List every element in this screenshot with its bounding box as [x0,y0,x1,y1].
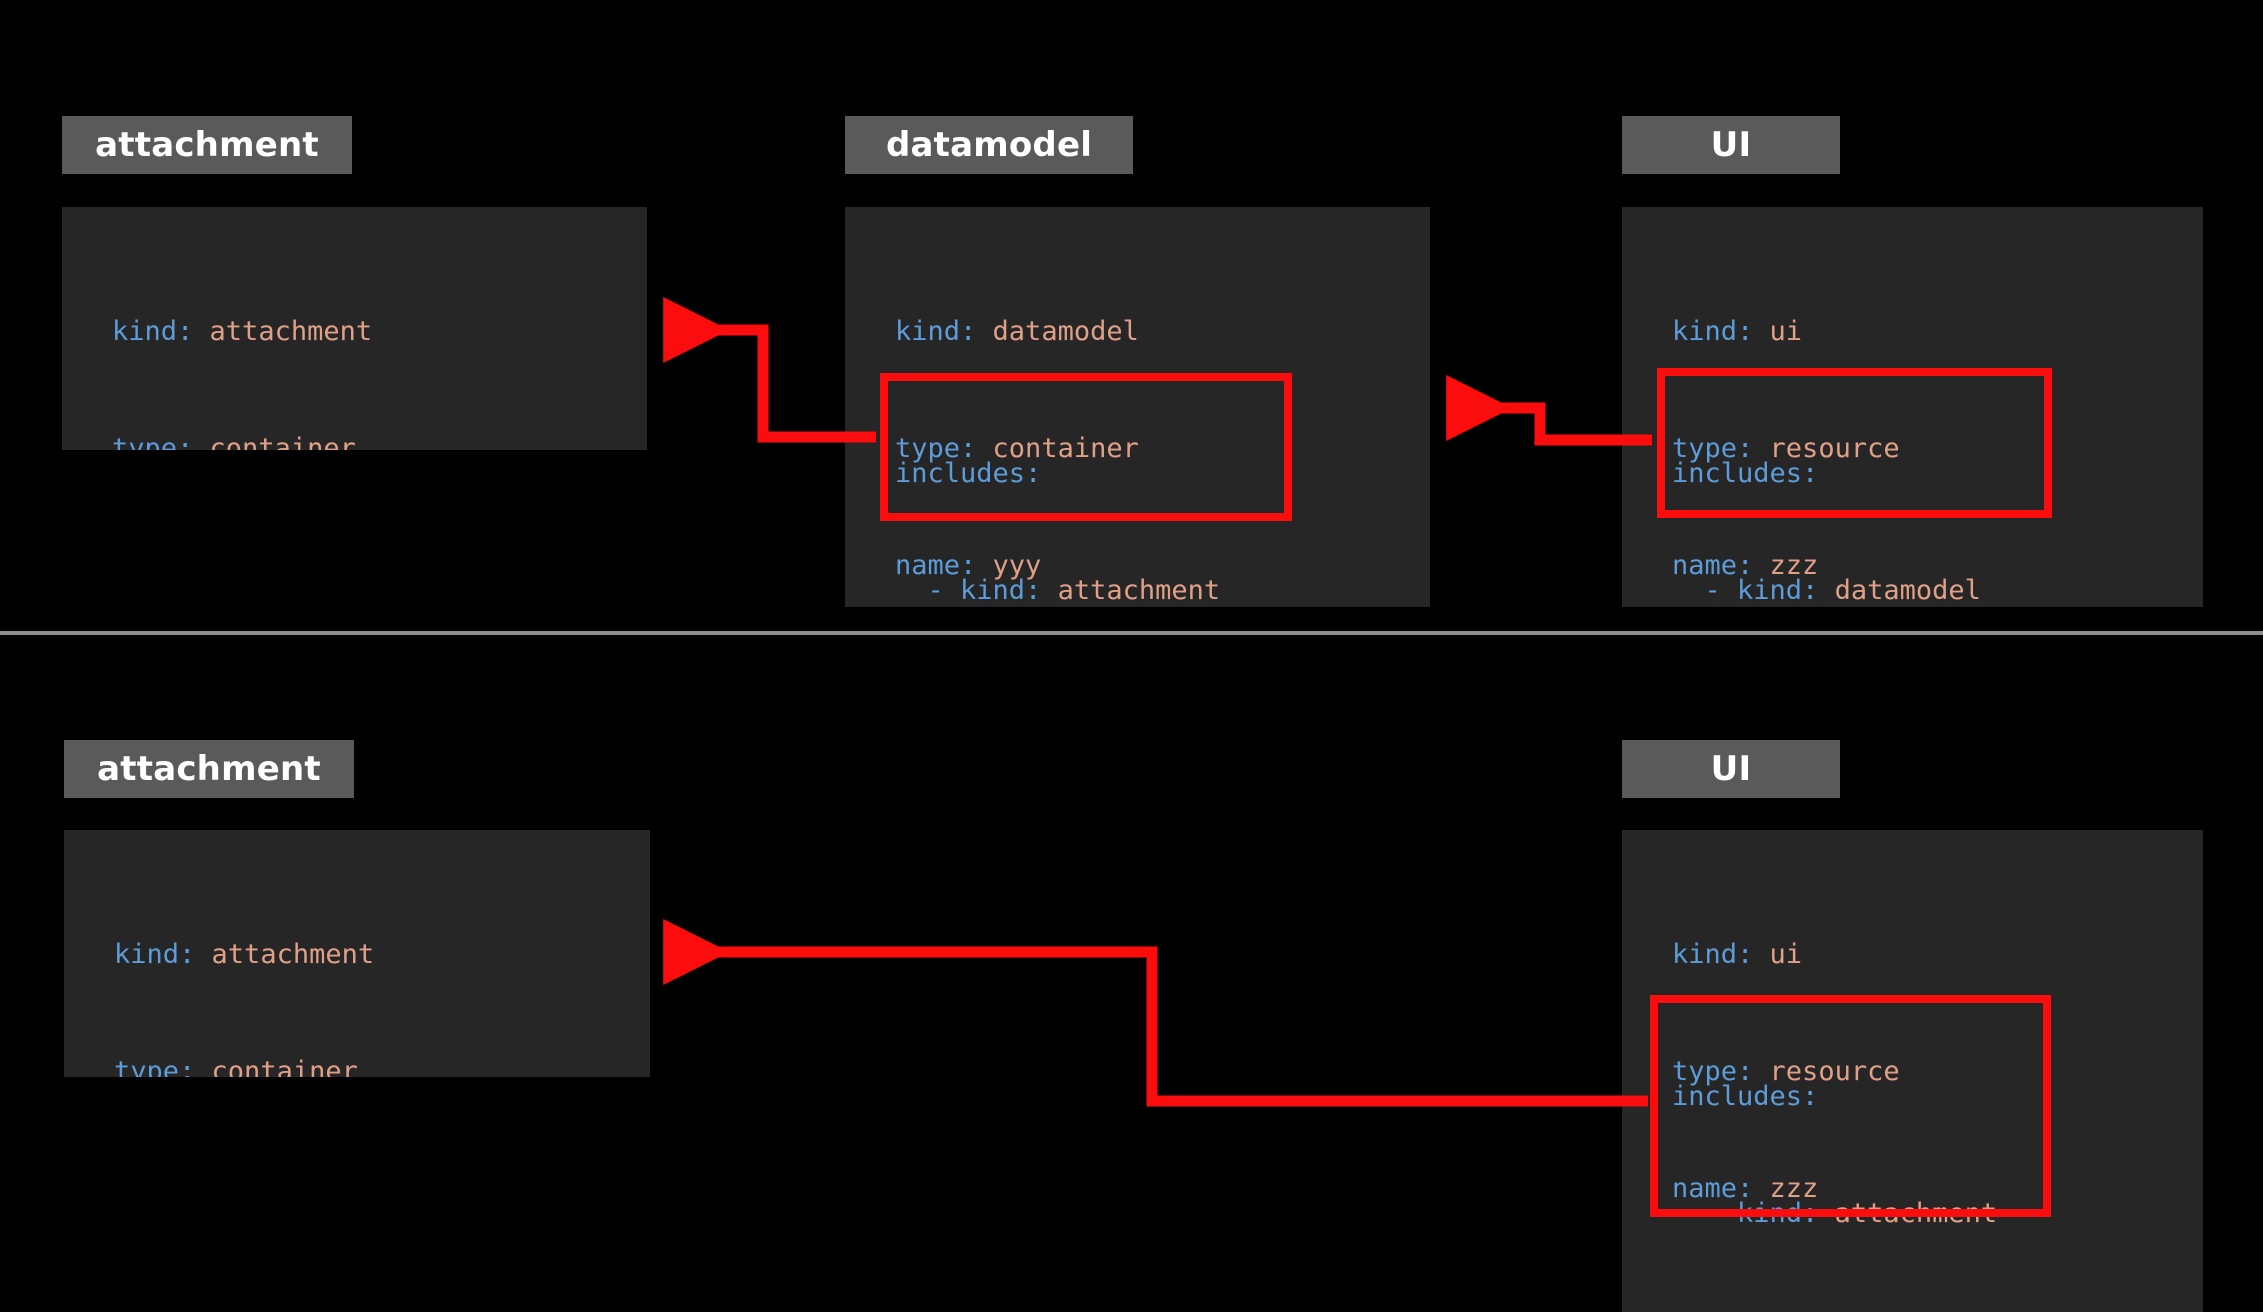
code-text-top-datamodel-head: kind: datamodel type: container name: yy… [895,316,1139,581]
code-text-top-ui-includes: includes: - kind: datamodel name: yyy [1672,458,1981,606]
code-text-top-datamodel-tail: ... [895,530,993,607]
code-text-bottom-ui-head: kind: ui type: resource name: zzz [1672,939,1900,1204]
tab-text: attachment [97,749,321,789]
tab-text: UI [1710,125,1752,165]
code-panel-bottom-attachment: kind: attachment type: container name: x… [64,830,650,1077]
code-panel-top-datamodel: kind: datamodel type: container name: yy… [845,207,1430,607]
code-text-top-datamodel-includes: includes: - kind: attachment name: xxx [895,458,1221,606]
code-text-bottom-ui-tail: ... [1672,1230,1770,1312]
tab-label-top-attachment: attachment [62,116,352,174]
tab-label-bottom-attachment: attachment [64,740,354,798]
code-text-bottom-attachment: kind: attachment type: container name: x… [114,939,375,1077]
tab-text: UI [1710,749,1752,789]
tab-label-top-datamodel: datamodel [845,116,1133,174]
code-panel-top-ui: kind: ui type: resource name: zzz includ… [1622,207,2203,607]
section-divider [0,631,2263,635]
code-text-top-attachment: kind: attachment type: container name: x… [112,316,373,450]
code-panel-bottom-ui: kind: ui type: resource name: zzz includ… [1622,830,2203,1312]
tab-text: attachment [95,125,319,165]
code-text-top-ui-tail: ... [1672,530,1770,607]
tab-label-bottom-ui: UI [1622,740,1840,798]
arrow-ui-to-attachment [663,919,1648,1107]
code-text-top-ui-head: kind: ui type: resource name: zzz [1672,316,1900,581]
tab-text: datamodel [885,125,1093,165]
code-panel-top-attachment: kind: attachment type: container name: x… [62,207,647,450]
tab-label-top-ui: UI [1622,116,1840,174]
